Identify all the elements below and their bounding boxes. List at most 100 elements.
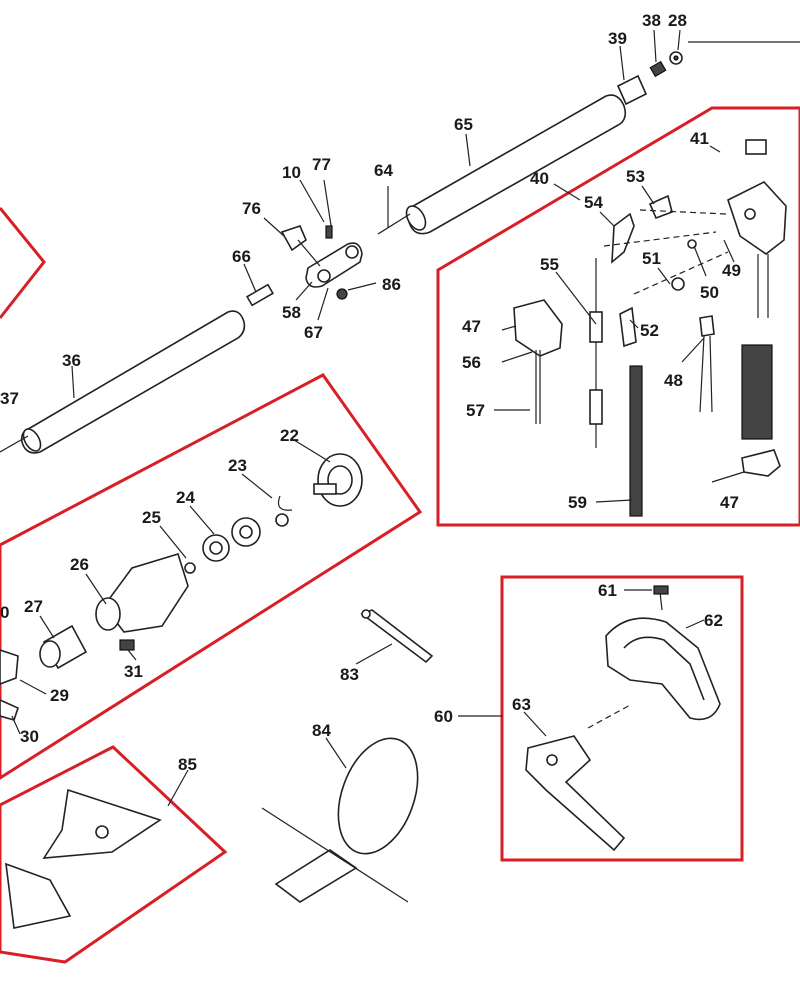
label-29: 29 [19,679,69,705]
label-83: 83 [340,643,393,684]
label-67: 67 [304,287,329,342]
svg-text:47: 47 [720,493,739,512]
svg-text:29: 29 [50,686,69,705]
svg-text:62: 62 [704,611,723,630]
group-outline-handle-controls [436,106,800,527]
label-55: 55 [540,255,597,325]
drive-shaft-upper [405,41,800,235]
label-63: 63 [512,695,547,737]
svg-text:36: 36 [62,351,81,370]
svg-text:50: 50 [700,283,719,302]
svg-text:55: 55 [540,255,559,274]
label-23: 23 [228,456,273,499]
clamp-58 [280,179,377,300]
label-85: 85 [167,755,197,807]
svg-text:56: 56 [462,353,481,372]
label-39: 39 [608,29,627,81]
svg-text:30: 30 [20,727,39,746]
flex-shaft-64 [377,186,411,235]
label-62: 62 [685,611,723,630]
svg-text:52: 52 [640,321,659,340]
svg-text:54: 54 [584,193,603,212]
label-47b: 47 [720,493,739,512]
svg-text:26: 26 [70,555,89,574]
svg-text:67: 67 [304,323,323,342]
lower-tube-36 [0,283,274,454]
svg-text:61: 61 [598,581,617,600]
svg-text:53: 53 [626,167,645,186]
label-84: 84 [312,721,347,769]
label-57: 57 [466,401,530,420]
svg-text:38: 38 [642,11,661,30]
throttle-handle-assembly [501,139,787,517]
svg-text:22: 22 [280,426,299,445]
label-24: 24 [176,488,215,535]
svg-text:86: 86 [382,275,401,294]
svg-text:49: 49 [722,261,741,280]
label-36: 36 [62,351,81,399]
label-37: 37 [0,389,19,408]
label-65: 65 [454,115,473,167]
label-60: 60 [434,707,502,726]
label-61: 61 [598,581,652,600]
label-10: 10 [282,163,325,223]
blade-85 [5,788,162,929]
svg-text:37: 37 [0,389,19,408]
label-31: 31 [124,649,143,681]
svg-text:57: 57 [466,401,485,420]
label-38: 38 [642,11,661,63]
cable-tie-84 [261,737,419,903]
label-26: 26 [70,555,107,605]
svg-text:0: 0 [0,603,9,622]
label-40: 40 [530,169,581,201]
svg-text:39: 39 [608,29,627,48]
label-77: 77 [312,155,331,174]
label-53: 53 [626,167,655,205]
svg-text:48: 48 [664,371,683,390]
label-47a: 47 [462,317,481,336]
label-28: 28 [668,11,687,51]
front-handle-assembly [525,585,721,852]
svg-text:51: 51 [642,249,661,268]
label-20: 0 [0,603,9,622]
gearbox-assembly [0,453,363,721]
label-56: 56 [462,353,481,372]
label-66: 66 [232,247,257,293]
label-41: 41 [690,129,721,153]
svg-text:85: 85 [178,755,197,774]
svg-text:76: 76 [242,199,261,218]
label-48: 48 [664,337,705,390]
svg-text:27: 27 [24,597,43,616]
svg-text:77: 77 [312,155,331,174]
svg-text:58: 58 [282,303,301,322]
group-outline-blade [0,745,228,964]
label-25: 25 [142,508,187,559]
label-54: 54 [584,193,615,227]
svg-text:83: 83 [340,665,359,684]
group-outline-gearbox [0,373,423,780]
svg-text:65: 65 [454,115,473,134]
svg-text:25: 25 [142,508,161,527]
svg-text:66: 66 [232,247,251,266]
svg-text:28: 28 [668,11,687,30]
label-22: 22 [280,426,331,463]
svg-text:31: 31 [124,662,143,681]
cable-tie-83 [360,609,434,664]
label-30: 30 [11,715,39,746]
label-59: 59 [568,493,633,512]
svg-text:23: 23 [228,456,247,475]
svg-text:10: 10 [282,163,301,182]
group-outline-front-handle [500,575,744,862]
svg-text:84: 84 [312,721,331,740]
label-64: 64 [374,161,393,180]
svg-text:59: 59 [568,493,587,512]
label-58: 58 [282,281,313,322]
label-49: 49 [722,239,741,280]
svg-text:47: 47 [462,317,481,336]
svg-text:41: 41 [690,129,709,148]
label-27: 27 [24,597,55,639]
svg-text:24: 24 [176,488,195,507]
label-50: 50 [693,245,719,302]
